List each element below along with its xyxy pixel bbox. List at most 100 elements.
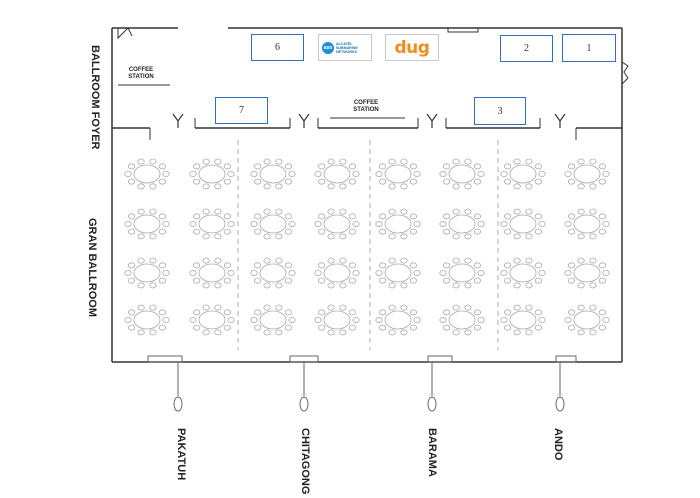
- round-table-27: [314, 304, 360, 336]
- chair: [254, 228, 262, 235]
- chair: [284, 309, 292, 316]
- chair: [534, 228, 543, 235]
- chair: [400, 282, 408, 289]
- chair: [275, 158, 283, 165]
- chair: [473, 163, 481, 170]
- chair: [284, 324, 292, 331]
- chair: [162, 269, 170, 276]
- chair: [409, 213, 417, 220]
- chair: [388, 183, 396, 190]
- chair: [442, 213, 451, 220]
- chair: [227, 170, 235, 177]
- chair: [602, 170, 610, 177]
- chair: [477, 269, 485, 276]
- section-label: CHITAGONG: [299, 428, 311, 495]
- table-top: [323, 164, 351, 184]
- chair: [149, 208, 157, 215]
- chair: [598, 324, 607, 331]
- chair: [400, 329, 408, 336]
- chair: [317, 309, 326, 316]
- chair: [223, 262, 231, 269]
- chair: [525, 257, 533, 264]
- foyer-label: BALLROOM FOYER: [89, 45, 101, 150]
- chair: [223, 277, 231, 284]
- chair: [598, 163, 607, 170]
- round-table-26: [250, 304, 296, 336]
- chair: [452, 329, 460, 336]
- chair: [378, 178, 387, 185]
- chair: [378, 277, 387, 284]
- booth-6[interactable]: 6: [251, 34, 304, 61]
- chair: [525, 282, 533, 289]
- table-top: [198, 310, 226, 330]
- booth-2[interactable]: 2: [500, 35, 553, 62]
- chair: [388, 208, 396, 215]
- chair: [327, 208, 335, 215]
- booth-1[interactable]: 1: [562, 34, 616, 62]
- chair: [314, 316, 322, 323]
- chair: [598, 228, 607, 235]
- table-top: [198, 214, 226, 234]
- table-top: [259, 263, 287, 283]
- entry-marker-0: [172, 113, 184, 128]
- chair: [254, 163, 262, 170]
- round-table-2: [250, 158, 296, 190]
- chair: [158, 163, 166, 170]
- chair: [477, 170, 485, 177]
- chair: [137, 158, 145, 165]
- chair: [602, 220, 610, 227]
- round-table-29: [439, 304, 485, 336]
- table-top: [448, 263, 476, 283]
- chair: [128, 163, 136, 170]
- chair: [525, 208, 533, 215]
- dug-logo-text: dug: [394, 37, 430, 58]
- acn-line: SUBMARINE: [336, 45, 358, 50]
- round-table-5: [439, 158, 485, 190]
- chair: [137, 282, 145, 289]
- chair: [128, 213, 136, 220]
- sponsor-dug-logo: dug: [385, 34, 439, 61]
- table-top: [384, 263, 412, 283]
- entry-marker-3: [554, 113, 566, 128]
- round-table-3: [314, 158, 360, 190]
- chair: [137, 208, 145, 215]
- chair: [513, 282, 521, 289]
- table-top: [133, 214, 161, 234]
- chair: [348, 324, 356, 331]
- table-top: [133, 164, 161, 184]
- chair: [227, 269, 235, 276]
- chair: [223, 228, 231, 235]
- chair: [193, 163, 201, 170]
- ballroom-label-text: GRAN BALLROOM: [86, 218, 98, 317]
- chair: [378, 309, 387, 316]
- chair: [128, 309, 136, 316]
- chair: [288, 269, 296, 276]
- chair: [473, 213, 481, 220]
- chair: [189, 269, 197, 276]
- chair: [193, 262, 201, 269]
- chair: [352, 220, 360, 227]
- chair: [339, 233, 347, 240]
- chair: [339, 208, 347, 215]
- chair: [503, 163, 512, 170]
- chair: [327, 282, 335, 289]
- chair: [375, 269, 383, 276]
- booth-7[interactable]: 7: [215, 97, 268, 124]
- chair: [513, 233, 521, 240]
- chair: [227, 220, 235, 227]
- round-table-11: [314, 208, 360, 240]
- chair: [275, 329, 283, 336]
- chair: [223, 163, 231, 170]
- chair: [284, 163, 292, 170]
- chair: [348, 262, 356, 269]
- chair: [189, 220, 197, 227]
- chair: [158, 324, 166, 331]
- chair: [452, 158, 460, 165]
- chair: [317, 262, 326, 269]
- chair: [409, 163, 417, 170]
- chair: [375, 220, 383, 227]
- chair: [158, 178, 166, 185]
- round-table-18: [250, 257, 296, 289]
- booth-3[interactable]: 3: [474, 97, 526, 125]
